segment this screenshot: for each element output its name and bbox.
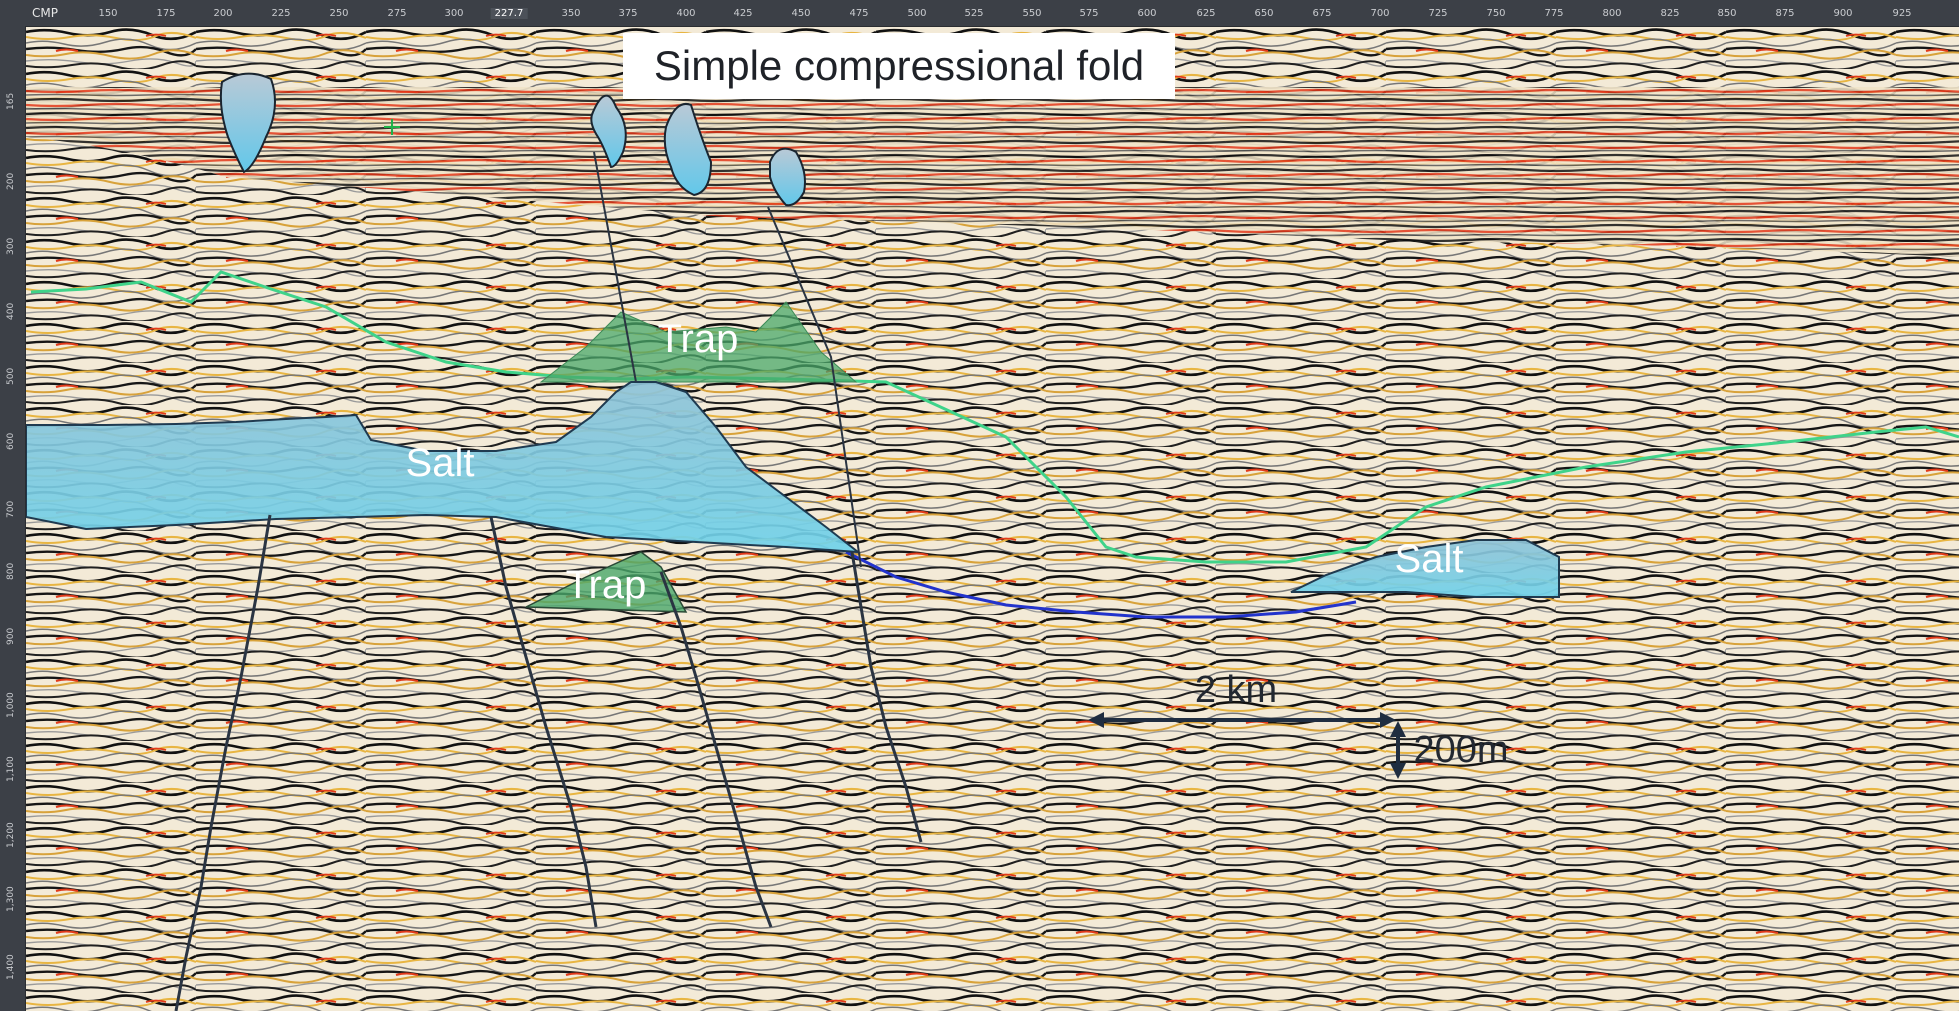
- time-tick-label: 600: [6, 432, 16, 450]
- arrowhead-up-icon: [1390, 721, 1406, 737]
- salt-main-label: Salt: [406, 441, 475, 485]
- cmp-tick-label: 175: [156, 8, 176, 19]
- arrowhead-left-icon: [1088, 712, 1104, 728]
- time-axis-bar: 165 200 300 400 500 600 700 800 900 1,000 1,100 1,2…: [0, 26, 26, 1011]
- salt-diapir-4: [769, 147, 806, 207]
- cmp-tick-label: 500: [907, 8, 927, 19]
- trap-lower-area: [525, 551, 688, 613]
- fault-line-shallow-2: [767, 206, 862, 568]
- cmp-tick-label: 225: [271, 8, 291, 19]
- strong-reflector-band: [26, 87, 1959, 257]
- fault-line-3: [659, 571, 773, 928]
- cmp-tick-label: 825: [1660, 8, 1680, 19]
- cmp-tick-label: 725: [1428, 8, 1448, 19]
- cmp-axis-label: CMP: [32, 6, 58, 20]
- cmp-tick-label: 600: [1137, 8, 1157, 19]
- cmp-tick-label: 850: [1717, 8, 1737, 19]
- salt-main-body: [26, 381, 862, 554]
- cmp-tick-label: 625: [1196, 8, 1216, 19]
- time-tick-label: 1,400: [6, 954, 16, 980]
- cmp-axis-bar: CMP 150 175 200 225 250 275 300 227.7 350 375 400 4…: [0, 0, 1959, 27]
- horizon-blue: [845, 550, 1357, 619]
- fault-line-1: [174, 514, 272, 1011]
- salt-diapir-2: [590, 94, 627, 169]
- fault-line-shallow-1: [593, 151, 637, 383]
- time-tick-label: 300: [6, 237, 16, 255]
- cmp-tick-label: 800: [1602, 8, 1622, 19]
- fault-line-4: [850, 551, 923, 843]
- cmp-tick-label: 200: [213, 8, 233, 19]
- cmp-tick-label: 150: [98, 8, 118, 19]
- cmp-tick-label: 925: [1892, 8, 1912, 19]
- time-tick-label: 700: [6, 500, 16, 518]
- scale-bar-horizontal: 2 km: [1088, 669, 1396, 728]
- time-tick-label: 500: [6, 367, 16, 385]
- scale-vertical-label: 200m: [1413, 729, 1508, 771]
- time-tick-label: 200: [6, 172, 16, 190]
- scale-horizontal-label: 2 km: [1195, 669, 1277, 711]
- cmp-tick-label: 575: [1079, 8, 1099, 19]
- cmp-tick-label: 775: [1544, 8, 1564, 19]
- cmp-tick-label: 525: [964, 8, 984, 19]
- time-tick-label: 1,200: [6, 822, 16, 848]
- salt-right-body: [1290, 539, 1560, 598]
- seismic-section: Salt Salt Trap Trap 2 km 200m: [26, 27, 1959, 1011]
- cmp-tick-label: 475: [849, 8, 869, 19]
- cmp-tick-label: 375: [618, 8, 638, 19]
- salt-diapir-3: [663, 103, 713, 197]
- cmp-tick-label: 250: [329, 8, 349, 19]
- cmp-tick-label: 675: [1312, 8, 1332, 19]
- time-tick-label: 1,000: [6, 692, 16, 718]
- cmp-tick-label: 275: [387, 8, 407, 19]
- time-tick-label: 800: [6, 562, 16, 580]
- cmp-tick-label: 300: [444, 8, 464, 19]
- cmp-tick-label: 350: [561, 8, 581, 19]
- arrowhead-down-icon: [1390, 763, 1406, 779]
- time-tick-label: 165: [6, 92, 16, 110]
- cmp-tick-label: 450: [791, 8, 811, 19]
- cmp-tick-label: 650: [1254, 8, 1274, 19]
- page-title: Simple compressional fold: [653, 42, 1145, 89]
- salt-right-label: Salt: [1395, 537, 1464, 581]
- title-box: Simple compressional fold: [623, 33, 1175, 99]
- cmp-tick-label: 900: [1833, 8, 1853, 19]
- trap-upper-area: [539, 301, 858, 383]
- time-tick-label: 1,300: [6, 886, 16, 912]
- cmp-tick-label: 425: [733, 8, 753, 19]
- time-tick-label: 1,100: [6, 756, 16, 782]
- cmp-tick-label: 875: [1775, 8, 1795, 19]
- time-tick-label: 900: [6, 627, 16, 645]
- trap-lower-label: Trap: [566, 563, 647, 607]
- cmp-tick-label: 750: [1486, 8, 1506, 19]
- cmp-tick-label: 400: [676, 8, 696, 19]
- fault-line-2: [489, 516, 598, 928]
- arrowhead-right-icon: [1380, 712, 1396, 728]
- cmp-tick-label: 700: [1370, 8, 1390, 19]
- crosshair-cursor-icon: [384, 119, 400, 135]
- scale-bar-vertical: 200m: [1390, 721, 1509, 779]
- cmp-tick-label: 550: [1022, 8, 1042, 19]
- salt-diapir-1: [219, 72, 276, 174]
- cmp-tick-label: 227.7: [490, 8, 528, 19]
- trap-upper-label: Trap: [658, 317, 739, 361]
- time-tick-label: 400: [6, 302, 16, 320]
- horizon-green: [30, 270, 1959, 564]
